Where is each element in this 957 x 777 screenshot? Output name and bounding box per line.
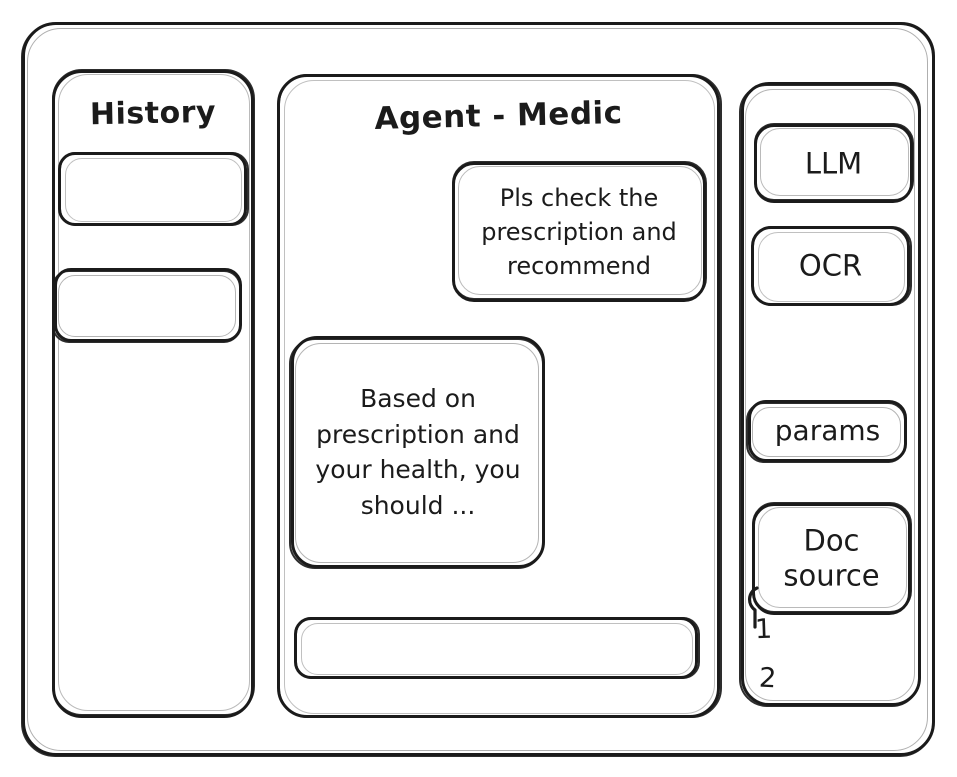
tool-chip-ocr[interactable]: OCR <box>751 226 912 306</box>
assistant-message-bubble: Based on prescription and your health, y… <box>289 336 545 569</box>
tool-chip-label: params <box>774 413 881 447</box>
doc-source-reference-1[interactable]: 1 <box>754 613 773 646</box>
tool-chip-label: LLM <box>804 145 863 180</box>
assistant-message-text: Based on prescription and your health, y… <box>315 384 521 520</box>
message-composer[interactable] <box>294 617 700 679</box>
user-message-bubble: Pls check the prescription and recommend <box>452 161 707 302</box>
tool-chip-llm[interactable]: LLM <box>754 123 914 203</box>
message-input[interactable] <box>311 620 681 676</box>
tool-chip-doc-source[interactable]: Doc source <box>752 502 912 615</box>
tool-chip-params[interactable]: params <box>746 400 907 463</box>
user-message-text: Pls check the prescription and recommend <box>481 183 677 281</box>
history-panel-title: History <box>89 94 217 133</box>
tool-chip-label: Doc source <box>783 523 880 593</box>
doc-source-reference-2[interactable]: 2 <box>758 662 777 695</box>
history-list-item[interactable] <box>52 268 242 343</box>
tool-chip-label: OCR <box>798 248 863 283</box>
history-list-item[interactable] <box>58 152 249 226</box>
